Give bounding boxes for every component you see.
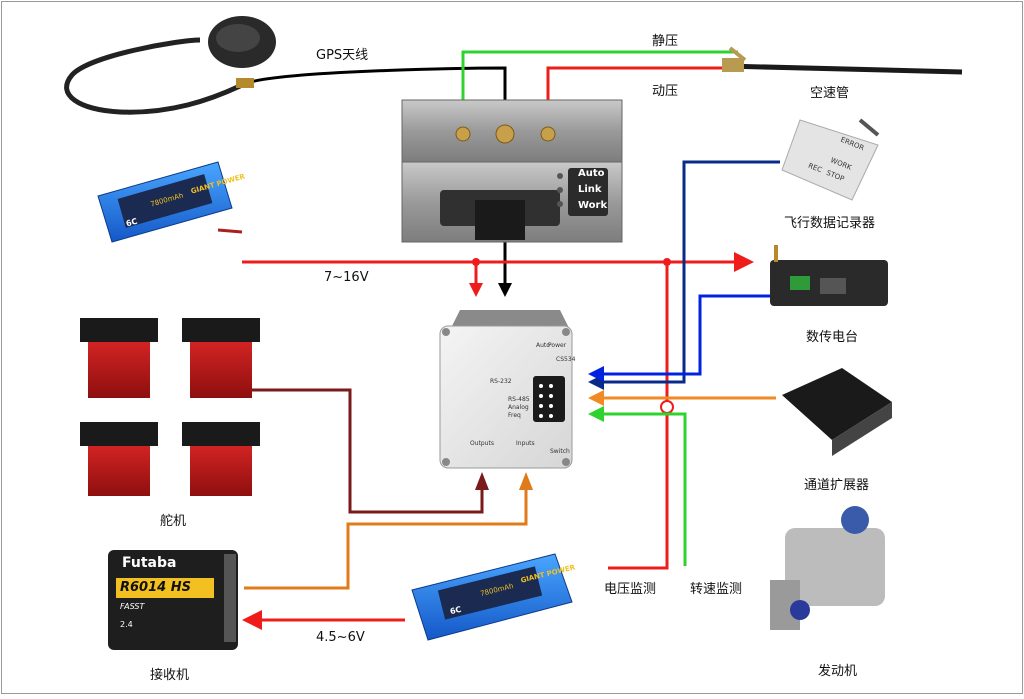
label-engine: 发动机 [818,664,858,679]
servo-arrow [475,472,489,490]
servo-group [80,296,260,496]
receiver-line [244,484,528,590]
ap-outputs: Outputs [470,440,494,447]
servo-line [244,388,484,514]
adc-led-link: Link [578,184,602,195]
label-voltage-monitor: 电压监测 [604,582,657,597]
label-dynamic-pressure: 动压 [652,84,679,99]
gps-antenna-device [64,16,276,115]
rx-power-arrow [242,610,262,630]
recorder-device [781,118,880,201]
receiver-device [108,550,238,650]
label-radio: 数传电台 [806,330,859,345]
adc-ap-arrow [498,283,512,297]
battery-top [97,161,243,243]
receiver-arrow [519,472,533,490]
label-recorder: 飞行数据记录器 [784,216,876,231]
ap-inputs: Inputs [516,440,535,447]
ap-model: CS534 [556,356,576,363]
ap-switch: Switch [550,448,570,455]
label-gps: GPS天线 [316,48,369,63]
voltage-monitor-line [608,262,669,570]
rx-model: R6014 HS [120,580,191,595]
rx-band: 2.4 [120,620,133,629]
label-pitot: 空速管 [810,86,850,101]
recorder-line [600,160,780,384]
engine-device [770,506,885,630]
label-static-pressure: 静压 [652,34,679,49]
pitot-device [722,46,963,75]
ap-status-auto: Auto [536,342,550,349]
power-ap-arrow [469,283,483,297]
expander-arrow [588,390,604,406]
ap-port-rs232: RS-232 [490,378,512,385]
adc-device [401,99,623,243]
rpm-arrow [588,406,604,422]
rx-tag: FASST [120,602,145,611]
ap-port-analog: Analog [508,404,529,411]
ap-status-power: Power [548,342,567,349]
rx-brand: Futaba [122,555,177,571]
radio-arrow [588,366,604,382]
label-receiver: 接收机 [150,668,190,683]
adc-led-work: Work [578,200,608,211]
ap-port-rs485: RS-485 [508,396,530,403]
label-voltage-rx: 4.5~6V [316,630,365,645]
power-radio-arrow [734,252,754,272]
label-expander: 通道扩展器 [804,478,870,493]
label-voltage-in: 7~16V [324,270,369,285]
gps-cable [249,66,507,128]
radio-line [600,294,775,376]
radio-device [770,245,888,306]
ap-port-freq: Freq [508,412,521,419]
expander-device [782,368,892,456]
label-servo: 舵机 [160,514,187,529]
battery-bottom [411,553,573,641]
label-rpm-monitor: 转速监测 [690,582,743,597]
adc-led-auto: Auto [578,168,605,179]
autopilot-device [439,310,573,469]
